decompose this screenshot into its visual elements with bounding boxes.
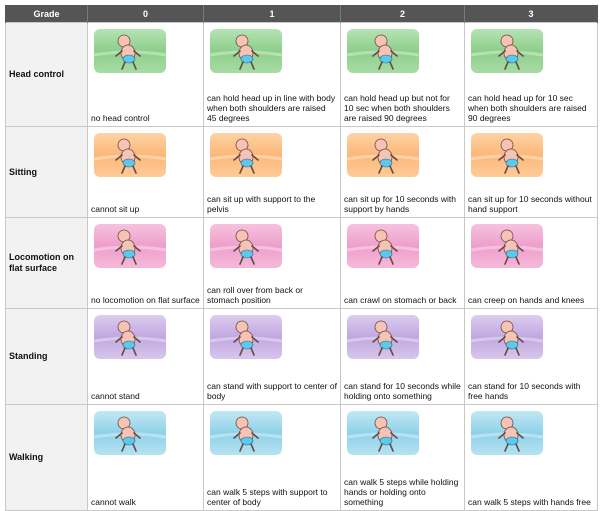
- baby-raised-90-wobbly-icon: [347, 29, 419, 73]
- grade-cell: no locomotion on flat surface: [87, 217, 204, 309]
- baby-rolling-icon: [210, 224, 282, 268]
- baby-sitting-hand-support-icon: [347, 133, 419, 177]
- row-label-walking: Walking: [5, 404, 88, 511]
- grade-description: can sit up with support to the pelvis: [207, 194, 316, 214]
- baby-raised-45-icon: [210, 29, 282, 73]
- grade-description: can hold head up but not for 10 sec when…: [344, 93, 450, 123]
- grade-description: can crawl on stomach or back: [344, 295, 457, 305]
- grade-description: cannot sit up: [91, 204, 140, 214]
- grade-cell: can stand with support to center of body: [203, 308, 341, 405]
- baby-raised-90-steady-icon: [471, 29, 543, 73]
- grade-description: can hold head up for 10 sec when both sh…: [468, 93, 587, 123]
- baby-slumped-icon: [94, 133, 166, 177]
- grade-cell: can hold head up but not for 10 sec when…: [340, 22, 465, 127]
- row-label-locomotion: Locomotion on flat surface: [5, 217, 88, 309]
- row-label-head-control: Head control: [5, 22, 88, 127]
- grade-3-header: 3: [464, 5, 598, 23]
- baby-standing-still-icon: [94, 411, 166, 455]
- grade-description: can sit up for 10 seconds without hand s…: [468, 194, 592, 214]
- grade-description: can stand with support to center of body: [207, 381, 337, 401]
- grade-cell: can walk 5 steps with support to center …: [203, 404, 341, 511]
- grade-cell: cannot stand: [87, 308, 204, 405]
- grade-description: can stand for 10 seconds with free hands: [468, 381, 581, 401]
- grade-cell: can stand for 10 seconds while holding o…: [340, 308, 465, 405]
- grade-description: no head control: [91, 113, 150, 123]
- grade-cell: can walk 5 steps while holding hands or …: [340, 404, 465, 511]
- grade-cell: can hold head up in line with body when …: [203, 22, 341, 127]
- baby-lying-back-icon: [94, 29, 166, 73]
- grade-description: can walk 5 steps while holding hands or …: [344, 477, 459, 507]
- grade-description: can hold head up in line with body when …: [207, 93, 336, 123]
- grade-cell: can sit up for 10 seconds without hand s…: [464, 126, 598, 218]
- grade-header: Grade: [5, 5, 88, 23]
- baby-crawling-stomach-icon: [347, 224, 419, 268]
- grade-2-header: 2: [340, 5, 465, 23]
- baby-standing-support-icon: [210, 315, 282, 359]
- grade-cell: can crawl on stomach or back: [340, 217, 465, 309]
- grade-description: can roll over from back or stomach posit…: [207, 285, 303, 305]
- row-label-standing: Standing: [5, 308, 88, 405]
- row-label-sitting: Sitting: [5, 126, 88, 218]
- grade-description: can creep on hands and knees: [468, 295, 585, 305]
- grade-description: can walk 5 steps with support to center …: [207, 487, 328, 507]
- grade-cell: can hold head up for 10 sec when both sh…: [464, 22, 598, 127]
- grade-description: can walk 5 steps with hands free: [468, 497, 591, 507]
- grade-cell: can sit up with support to the pelvis: [203, 126, 341, 218]
- baby-walking-free-icon: [471, 411, 543, 455]
- grade-cell: can sit up for 10 seconds with support b…: [340, 126, 465, 218]
- baby-walking-supported-icon: [210, 411, 282, 455]
- grade-description: can sit up for 10 seconds with support b…: [344, 194, 456, 214]
- baby-lying-stomach-icon: [94, 224, 166, 268]
- baby-sitting-pelvis-support-icon: [210, 133, 282, 177]
- grade-cell: cannot walk: [87, 404, 204, 511]
- baby-creeping-icon: [471, 224, 543, 268]
- grade-cell: can walk 5 steps with hands free: [464, 404, 598, 511]
- grade-cell: can creep on hands and knees: [464, 217, 598, 309]
- grade-cell: can roll over from back or stomach posit…: [203, 217, 341, 309]
- grade-description: can stand for 10 seconds while holding o…: [344, 381, 461, 401]
- baby-sitting-holding-bar-icon: [94, 315, 166, 359]
- grade-description: cannot walk: [91, 497, 136, 507]
- grade-cell: cannot sit up: [87, 126, 204, 218]
- grade-cell: can stand for 10 seconds with free hands: [464, 308, 598, 405]
- grade-description: cannot stand: [91, 391, 140, 401]
- grade-0-header: 0: [87, 5, 204, 23]
- baby-walking-holding-hands-icon: [347, 411, 419, 455]
- grade-1-header: 1: [203, 5, 341, 23]
- baby-sitting-free-icon: [471, 133, 543, 177]
- grade-description: no locomotion on flat surface: [91, 295, 200, 305]
- grade-cell: no head control: [87, 22, 204, 127]
- baby-standing-holding-bar-icon: [347, 315, 419, 359]
- header-row: Grade 0 1 2 3: [5, 5, 598, 23]
- baby-standing-free-icon: [471, 315, 543, 359]
